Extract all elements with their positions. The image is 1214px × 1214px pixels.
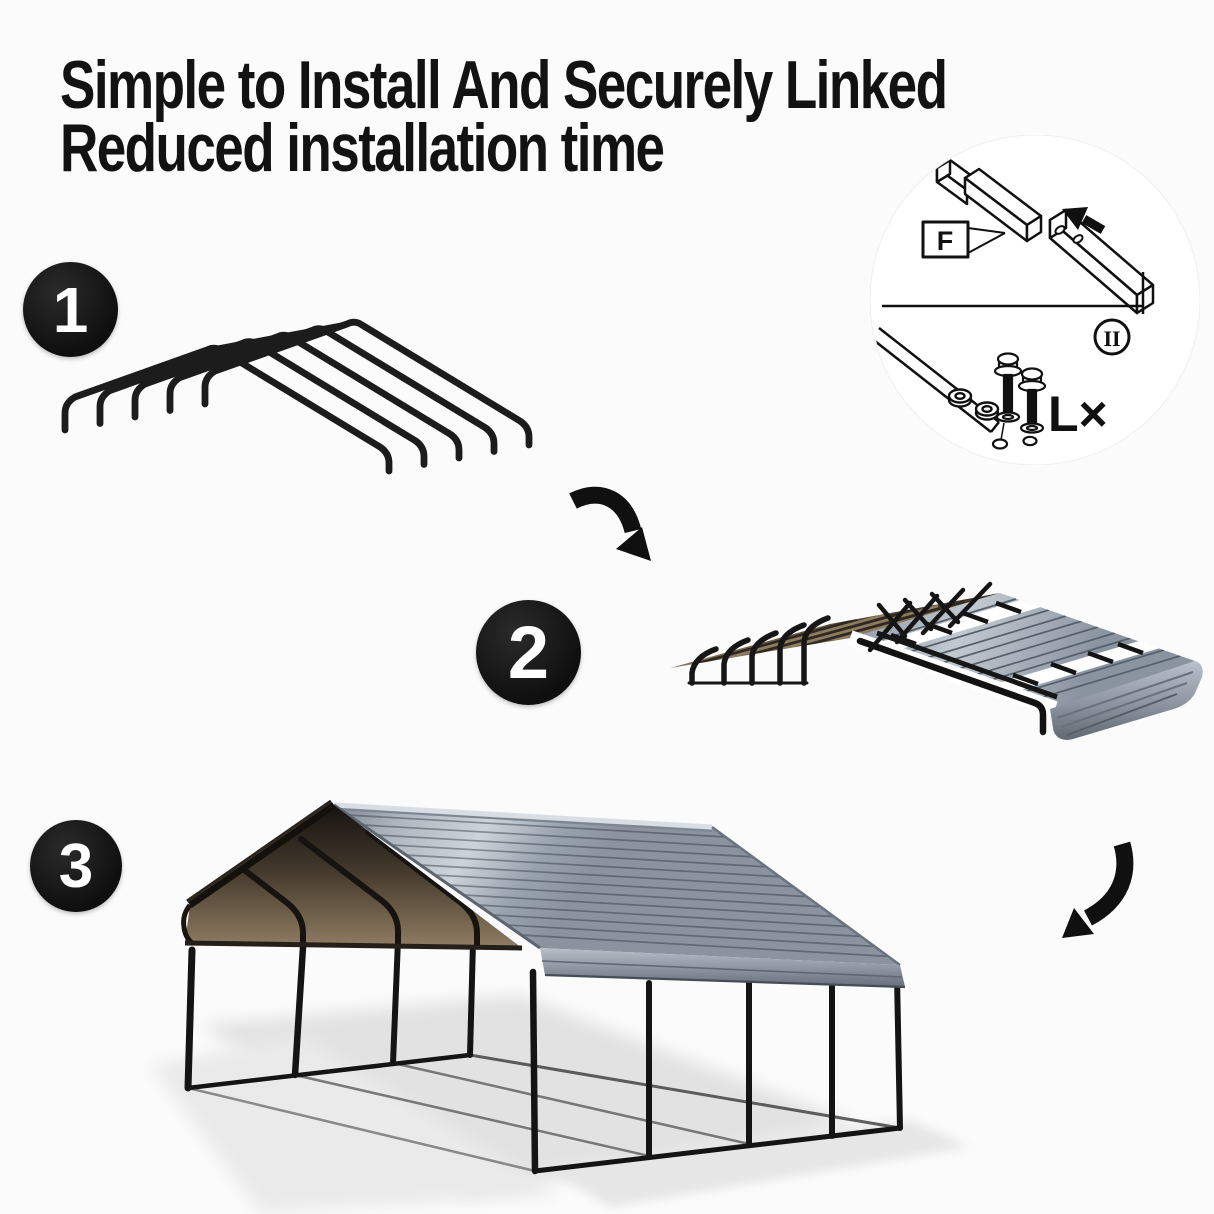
support-legs-and-rails	[184, 937, 903, 1175]
step-1-number: 1	[52, 273, 89, 346]
part-label-F: F	[921, 220, 1006, 259]
rear-rib	[876, 630, 1058, 700]
step-3-assembled-carport	[150, 799, 970, 1213]
rolled-eave-panel	[1050, 661, 1203, 740]
eave-fascia	[540, 948, 906, 989]
ridge-crossing-ribs	[867, 581, 993, 653]
step-2-roof-panels-partial	[670, 581, 1203, 740]
rolled-eave-corner	[181, 903, 194, 945]
interior-arch-ribs	[227, 829, 480, 948]
curved-arrow-step2-to-step3-icon	[1062, 841, 1134, 938]
insert-direction-arrow-icon	[1062, 207, 1106, 234]
ridge-beam	[213, 320, 357, 350]
ridge-cap	[333, 802, 713, 830]
step-2-number: 2	[507, 611, 550, 694]
hardware-quantity-label: L×	[1048, 386, 1108, 442]
silver-roof-slope	[333, 802, 901, 967]
step-1-roof-frame-wireframe	[61, 318, 533, 475]
left-rake-trim	[188, 802, 336, 908]
svg-text:F: F	[937, 226, 954, 256]
hex-nuts	[947, 388, 1000, 421]
step-3-badge: 3	[30, 820, 122, 912]
step-3-number: 3	[58, 831, 94, 901]
far-rake-edge	[711, 825, 901, 967]
bolt-with-washer-2	[1017, 367, 1047, 447]
curved-arrow-step1-to-step2-icon	[569, 486, 651, 561]
ground-shadow	[150, 995, 970, 1213]
roof-frame-ribs	[61, 318, 533, 475]
connection-detail-callout: F II	[870, 135, 1200, 465]
step-1-badge: 1	[23, 262, 118, 357]
step-2-badge: 2	[476, 600, 581, 705]
beam-tube-F	[963, 167, 1043, 243]
title-line-1: Simple to Install And Securely Linked	[60, 47, 948, 123]
svg-text:II: II	[1103, 326, 1120, 351]
page-title: Simple to Install And Securely Linked Re…	[60, 47, 1196, 186]
callout-circle	[870, 135, 1200, 465]
front-rib	[856, 637, 1047, 736]
gable-eave-trim	[184, 940, 523, 951]
title-line-2: Reduced installation time	[60, 110, 665, 186]
beam-tube-with-holes	[1048, 208, 1155, 315]
bolt-with-washer-1	[991, 352, 1023, 450]
front-rake-edge	[333, 803, 541, 950]
detail-label-II: II	[1093, 318, 1131, 356]
left-eave-arch-ribs	[687, 615, 831, 686]
brown-gable-underside	[181, 799, 523, 951]
